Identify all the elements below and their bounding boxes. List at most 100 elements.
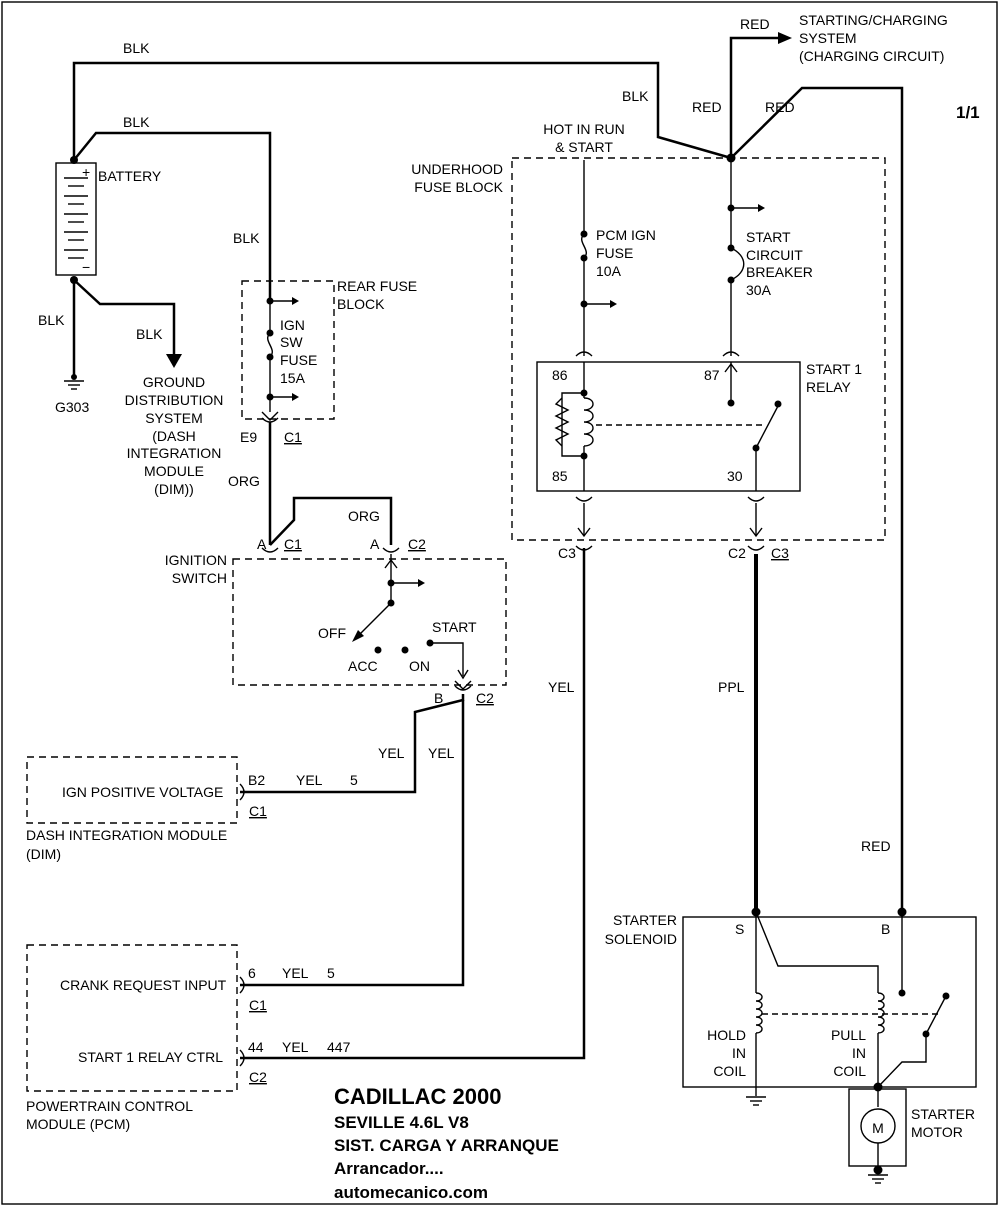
svg-text:SYSTEM: SYSTEM xyxy=(799,30,857,46)
ign-sw-fuse-label: IGN SW FUSE 15A xyxy=(280,317,317,386)
ignition-name-1: IGNITION xyxy=(165,552,227,568)
wire-label-yel-5: YEL xyxy=(282,1039,309,1055)
relay-30-out-connector xyxy=(747,496,765,502)
pcm-relay-ctrl: START 1 RELAY CTRL xyxy=(78,1049,223,1065)
wire-label-ppl: PPL xyxy=(718,679,745,695)
relay-30-arrow xyxy=(749,527,763,538)
relay-pin-87: 87 xyxy=(704,367,720,383)
solenoid-s: S xyxy=(735,921,744,937)
ignition-name-2: SWITCH xyxy=(172,570,227,586)
conn-a-2: A xyxy=(370,536,380,552)
arrow-right-icon xyxy=(610,300,617,308)
relay-85-arrow xyxy=(577,527,591,538)
dim-name-1: DASH INTEGRATION MODULE xyxy=(26,827,227,843)
svg-text:(DASH: (DASH xyxy=(152,428,196,444)
battery-label: BATTERY xyxy=(98,168,162,184)
wire-label-org-2: ORG xyxy=(348,508,380,524)
svg-text:STARTING/CHARGING: STARTING/CHARGING xyxy=(799,12,948,28)
svg-text:COIL: COIL xyxy=(713,1063,746,1079)
connector-a-1-icon xyxy=(261,547,279,553)
pin-6: 6 xyxy=(248,965,256,981)
page-label: 1/1 xyxy=(956,103,980,122)
svg-text:IN: IN xyxy=(732,1045,746,1061)
gds-label: GROUND DISTRIBUTION SYSTEM (DASH INTEGRA… xyxy=(125,374,224,497)
rear-fuse-block xyxy=(241,280,335,420)
svg-text:MODULE: MODULE xyxy=(144,463,204,479)
svg-text:IN: IN xyxy=(852,1045,866,1061)
motor-name-2: MOTOR xyxy=(911,1124,963,1140)
ground-g303-label: G303 xyxy=(55,399,89,415)
ignition-arrow xyxy=(384,558,398,569)
wire-red-charging xyxy=(729,36,782,158)
relay-name-1: START 1 xyxy=(806,361,862,377)
connector-b2-icon xyxy=(239,783,245,801)
solenoid-motor-feed xyxy=(877,1034,927,1088)
pcm-crank: CRANK REQUEST INPUT xyxy=(60,977,227,993)
connector-a-2-icon xyxy=(382,547,400,553)
wire-label-org-1: ORG xyxy=(228,473,260,489)
wire-label-blk-2: BLK xyxy=(622,88,649,104)
conn-c2-b: C2 xyxy=(476,690,494,706)
wire-yel-relay-ctrl xyxy=(240,548,586,1060)
relay-pin-30: 30 xyxy=(727,468,743,484)
connector-b-male xyxy=(454,680,472,690)
conn-e9: E9 xyxy=(240,429,257,445)
pcm-name-2: MODULE (PCM) xyxy=(26,1116,130,1132)
wire-red-starter xyxy=(730,86,904,912)
svg-text:START: START xyxy=(746,229,791,245)
arrow-right-icon xyxy=(292,393,299,401)
arrow-right-icon xyxy=(758,204,765,212)
ignition-start: START xyxy=(432,619,477,635)
hold-ground-icon xyxy=(746,1096,766,1106)
relay-86-connector xyxy=(575,351,593,357)
wire-label-blk-4: BLK xyxy=(233,230,260,246)
relay-switch-arm xyxy=(755,405,779,449)
pcm-name-1: POWERTRAIN CONTROL xyxy=(26,1098,193,1114)
pin-447: 447 xyxy=(327,1039,351,1055)
motor-ground-icon xyxy=(868,1174,888,1184)
conn-b: B xyxy=(434,690,443,706)
svg-text:HOLD: HOLD xyxy=(707,1027,746,1043)
pull-in-coil-label: PULL IN COIL xyxy=(831,1027,866,1079)
conn-c1-dim: C1 xyxy=(249,803,267,819)
pin-b2: B2 xyxy=(248,772,265,788)
svg-text:15A: 15A xyxy=(280,370,306,386)
wire-label-yel-6: YEL xyxy=(548,679,575,695)
conn-c3-right: C3 xyxy=(771,545,789,561)
svg-text:GROUND: GROUND xyxy=(143,374,205,390)
svg-text:COIL: COIL xyxy=(833,1063,866,1079)
ignition-switch-arm xyxy=(356,602,392,638)
hold-in-coil-label: HOLD IN COIL xyxy=(707,1027,746,1079)
svg-text:IGN: IGN xyxy=(280,317,305,333)
wire-label-red-1: RED xyxy=(740,16,770,32)
wire-blk-top xyxy=(72,61,732,160)
connector-c2-c3-icon xyxy=(747,545,765,551)
svg-text:BREAKER: BREAKER xyxy=(746,264,813,280)
svg-text:SYSTEM: SYSTEM xyxy=(145,410,203,426)
relay-87-connector xyxy=(722,351,740,357)
relay-resistor-frame xyxy=(561,392,584,457)
title-line-1: CADILLAC 2000 xyxy=(334,1084,501,1109)
conn-a-1: A xyxy=(257,536,267,552)
battery-minus: − xyxy=(82,259,90,275)
wire-yel-pcm xyxy=(240,700,465,987)
svg-text:FUSE: FUSE xyxy=(596,245,633,261)
svg-text:DISTRIBUTION: DISTRIBUTION xyxy=(125,392,224,408)
hold-in-coil-icon xyxy=(755,992,763,1034)
relay-coil-icon xyxy=(583,397,594,447)
gds-arrow-icon xyxy=(166,354,182,368)
ignition-acc: ACC xyxy=(348,658,378,674)
svg-text:PULL: PULL xyxy=(831,1027,866,1043)
start-breaker-label: START CIRCUIT BREAKER 30A xyxy=(746,229,813,298)
conn-c1-rear: C1 xyxy=(284,429,302,445)
ignition-off: OFF xyxy=(318,625,346,641)
dim-box xyxy=(26,756,238,824)
svg-text:SW: SW xyxy=(280,334,303,350)
relay-name-2: RELAY xyxy=(806,379,852,395)
svg-text:(CHARGING CIRCUIT): (CHARGING CIRCUIT) xyxy=(799,48,944,64)
pcm-box xyxy=(26,944,238,1092)
arrow-right-icon xyxy=(778,32,792,44)
arrow-right-icon xyxy=(418,579,425,587)
